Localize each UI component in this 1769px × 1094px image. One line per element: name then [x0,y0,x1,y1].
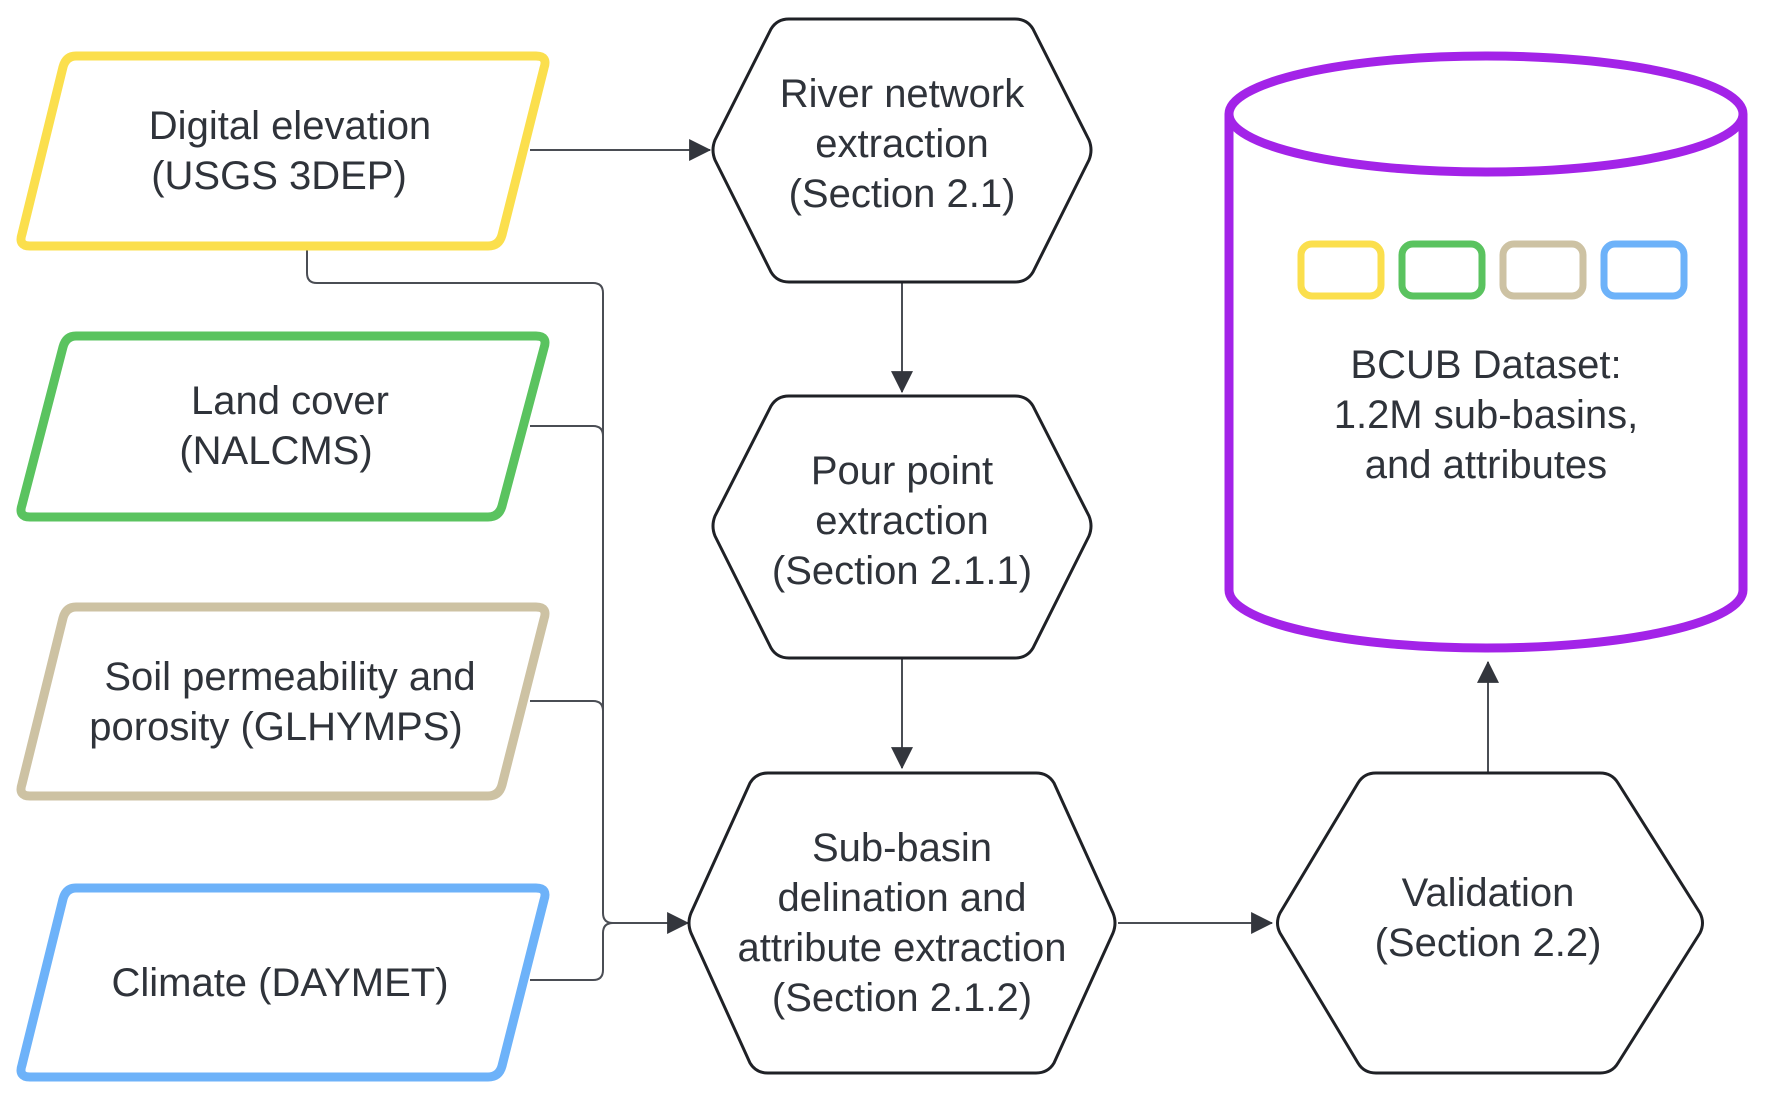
process-sub-basin-line-4: (Section 2.1.2) [771,976,1033,1020]
input-elevation-label: Digital elevation (USGS 3DEP) [40,66,540,236]
connectors [306,139,1499,981]
process-river-network-line-3: (Section 2.1) [788,172,1016,216]
process-validation-label: Validation (Section 2.2) [1338,848,1638,988]
input-soil-line-1: Soil permeability and [104,655,476,699]
input-land-cover-line-1: Land cover [191,379,389,423]
input-soil-line-2: porosity (GLHYMPS) [89,705,463,749]
process-pour-point-label: Pour point extraction (Section 2.1.1) [752,421,1052,621]
swatch-land-cover [1398,240,1486,300]
dataset-line-2: 1.2M sub-basins, [1333,393,1639,437]
input-land-cover-shape [16,331,550,522]
dataset-line-1: BCUB Dataset: [1350,343,1622,387]
connector-land-cover-to-bus [530,425,604,437]
process-sub-basin-label: Sub-basin delination and attribute extra… [702,798,1102,1048]
process-river-network-line-2: extraction [815,122,989,166]
process-validation-line-2: (Section 2.2) [1374,921,1602,965]
swatch-elevation [1297,240,1385,300]
process-pour-point-line-1: Pour point [810,449,994,493]
process-validation-line-1: Validation [1401,871,1575,915]
input-soil-shape [16,602,550,801]
process-sub-basin-line-3: attribute extraction [737,926,1067,970]
dataset-cylinder-top [1224,51,1748,177]
input-elevation-line-2: (USGS 3DEP) [151,154,407,198]
dataset-swatches [1297,240,1688,300]
process-sub-basin-line-2: delination and [777,876,1027,920]
input-climate-label: Climate (DAYMET) [30,898,530,1068]
process-river-network-line-1: River network [779,72,1025,116]
process-steps [687,17,1704,1075]
process-pour-point-line-2: extraction [815,499,989,543]
input-land-cover-line-2: (NALCMS) [179,429,373,473]
process-river-network-label: River network extraction (Section 2.1) [752,44,1052,244]
process-pour-point-line-3: (Section 2.1.1) [771,549,1033,593]
connector-elevation-to-bus [306,250,690,934]
process-sub-basin-line-1: Sub-basin [811,826,993,870]
dataset-line-3: and attributes [1364,443,1608,487]
input-land-cover-label: Land cover (NALCMS) [40,346,540,506]
process-pour-point-shape [711,394,1093,660]
swatch-soil [1499,240,1587,300]
input-elevation-shape [16,51,550,251]
process-sub-basin-shape [687,771,1117,1075]
process-river-network-shape [711,17,1093,284]
input-sources [16,51,550,1082]
dataset-label: BCUB Dataset: 1.2M sub-basins, and attri… [1286,330,1686,500]
input-climate-line-1: Climate (DAYMET) [111,961,449,1005]
connector-soil-to-bus [530,700,604,712]
input-elevation-line-1: Digital elevation [148,104,432,148]
input-climate-shape [16,883,550,1082]
connector-climate-to-bus [530,922,614,981]
input-soil-label: Soil permeability and porosity (GLHYMPS) [40,617,540,787]
swatch-climate [1600,240,1688,300]
process-validation-shape [1276,771,1704,1075]
